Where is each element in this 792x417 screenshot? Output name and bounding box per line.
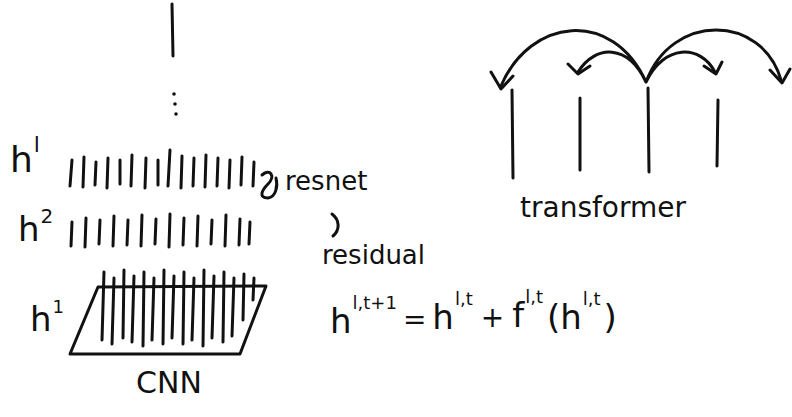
resnet-curl bbox=[262, 172, 277, 198]
attention-arcs bbox=[501, 30, 781, 86]
label: 2 bbox=[41, 206, 54, 226]
token-lines bbox=[512, 88, 718, 178]
label: h bbox=[10, 142, 33, 178]
label: 1 bbox=[53, 298, 64, 316]
label: l bbox=[34, 134, 40, 156]
label: transformer bbox=[520, 194, 686, 222]
layer-ticks bbox=[102, 270, 254, 346]
arrowheads bbox=[491, 62, 790, 89]
input-plane bbox=[70, 286, 266, 354]
label: h bbox=[18, 212, 40, 246]
layer-ticks bbox=[71, 214, 250, 247]
label: l,t bbox=[583, 290, 601, 308]
label: l,t+1 bbox=[353, 294, 397, 312]
label: f bbox=[512, 298, 524, 332]
label: h bbox=[30, 302, 52, 336]
ellipsis-dots bbox=[172, 92, 178, 116]
label: h bbox=[432, 300, 454, 334]
label: = bbox=[403, 306, 426, 334]
label: l,t bbox=[455, 290, 473, 308]
label: (h bbox=[547, 300, 582, 334]
label: l,t bbox=[525, 288, 543, 306]
label: residual bbox=[322, 242, 425, 268]
label: CNN bbox=[136, 368, 202, 398]
layer-ticks bbox=[70, 150, 254, 188]
top-stroke bbox=[172, 4, 173, 56]
label: h bbox=[330, 304, 352, 338]
label: + bbox=[481, 304, 504, 332]
bracket bbox=[332, 214, 338, 236]
label: resnet bbox=[285, 168, 367, 194]
label: ) bbox=[604, 300, 617, 334]
